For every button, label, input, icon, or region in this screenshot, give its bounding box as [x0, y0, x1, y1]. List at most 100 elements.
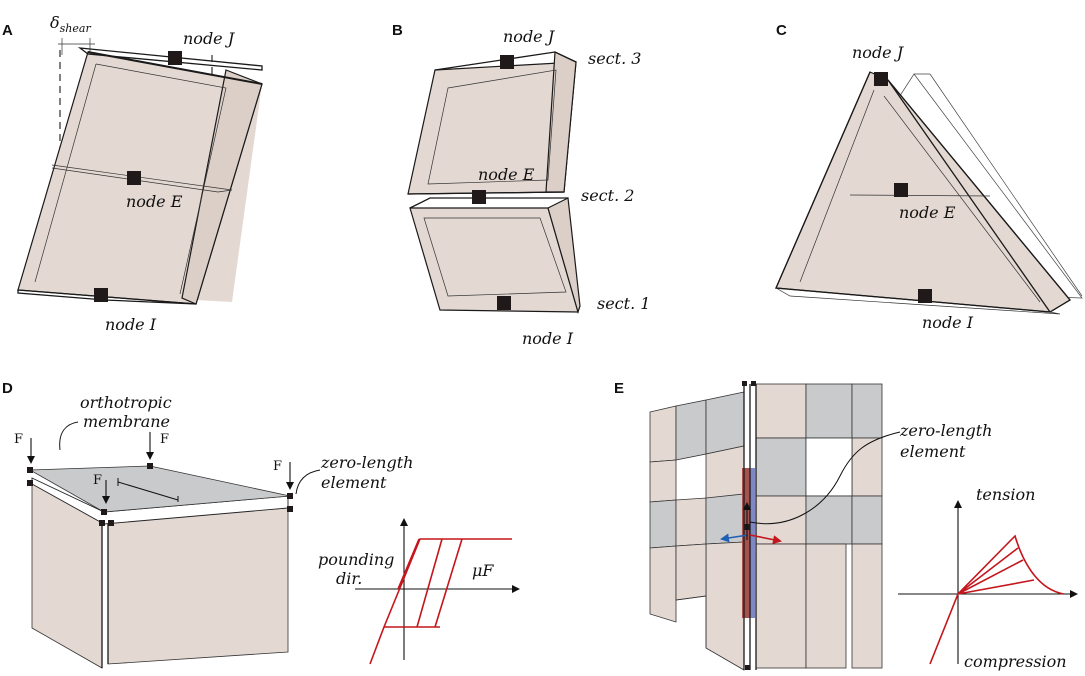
node-e-label-a: node E — [126, 192, 183, 211]
panel-e: E — [614, 380, 1078, 671]
inner-edges-a — [34, 63, 227, 295]
rw-r1-c1 — [755, 383, 807, 439]
corner-node-d-1 — [27, 467, 33, 473]
node-j-label-a: node J — [183, 29, 236, 48]
node-j-marker-c — [874, 72, 888, 86]
rw-r3-c1 — [755, 495, 807, 545]
top-plate-a — [77, 47, 263, 71]
force-label-2: F — [160, 432, 169, 447]
lw-row2-c — [705, 445, 745, 501]
zero-length-leader-d — [295, 469, 321, 495]
force-label-1: F — [14, 432, 23, 447]
right-wall-e — [755, 383, 883, 669]
panel-d: D F F F F orthotropic membrane zero-l — [2, 380, 520, 669]
membrane-leader — [59, 421, 79, 451]
pounding-label-line2: dir. — [336, 569, 362, 588]
panel-letter-e: E — [614, 380, 624, 397]
joint-node-top-1 — [742, 381, 747, 386]
rw-r1-c2 — [805, 383, 853, 439]
membrane-label-line2: membrane — [83, 412, 170, 431]
delta-shear-label: δshear — [50, 13, 91, 35]
wall-joint-d — [101, 522, 109, 668]
zero-length-label-line2-d: element — [321, 473, 387, 492]
left-wall-e — [649, 391, 745, 671]
tension-compression-curve — [929, 534, 1065, 665]
node-j-label-c: node J — [852, 43, 905, 62]
mu-f-label: μF — [472, 561, 494, 580]
node-j-marker-a — [168, 51, 182, 65]
node-i-marker-c — [918, 289, 932, 303]
node-i-marker-a — [94, 288, 108, 302]
node-i-label-b: node I — [522, 329, 574, 348]
triangle-face-c — [775, 71, 1071, 313]
lw-row2-a — [649, 459, 677, 503]
rw-r4-c1 — [755, 543, 807, 669]
node-j-label-b: node J — [503, 27, 556, 46]
lw-row1-b — [675, 399, 707, 461]
node-i-label-c: node I — [922, 313, 974, 332]
rw-r3-c3 — [851, 495, 883, 545]
lw-row4-c — [705, 541, 745, 671]
panel-c: C node J node E node I — [775, 22, 1083, 332]
red-direction-arrow — [749, 534, 782, 545]
node-e-label-c: node E — [899, 203, 956, 222]
corner-node-d-5 — [99, 520, 105, 526]
zero-length-leader-e — [749, 431, 901, 525]
lw-row3-b — [675, 497, 707, 547]
lw-row3-a — [649, 499, 677, 549]
membrane-fiber-d — [117, 478, 179, 502]
rw-r2-c1 — [755, 437, 807, 497]
lw-row4-b — [675, 543, 707, 601]
rw-r4-c2 — [805, 543, 847, 669]
panel-a: A δshear node J node E node I — [2, 13, 263, 334]
corner-node-d-3 — [147, 463, 153, 469]
triangle-inner-c — [799, 89, 1041, 303]
joint-node-top-2 — [751, 381, 756, 386]
sect2-label: sect. 2 — [581, 186, 634, 205]
corner-node-d-4 — [101, 509, 107, 515]
zero-length-strip-red — [742, 468, 750, 618]
blue-direction-arrow — [720, 533, 749, 543]
front-wall-d — [107, 507, 289, 665]
triangle-back-edges-c — [887, 79, 1071, 313]
panel-b: B node J node E node I sect. 3 sect. 2 s… — [392, 22, 650, 348]
pounding-label-line1: pounding — [318, 550, 394, 569]
node-e-label-b: node E — [478, 165, 535, 184]
force-label-4: F — [273, 459, 282, 474]
joint-node-bottom — [745, 665, 750, 670]
lw-row4-a — [649, 545, 677, 623]
membrane-label-line1: orthotropic — [80, 393, 172, 412]
node-e-marker-a — [127, 171, 141, 185]
hysteresis-curve — [369, 538, 512, 665]
lw-opening — [675, 595, 707, 648]
node-j-marker-b — [500, 55, 514, 69]
node-e-marker-c — [894, 183, 908, 197]
rw-r3-c2 — [805, 495, 853, 545]
sect3-label: sect. 3 — [588, 49, 641, 68]
lw-row1-c — [705, 391, 745, 455]
zero-length-strip-blue — [750, 468, 755, 618]
sect1-label: sect. 1 — [597, 294, 650, 313]
lw-row1-a — [649, 405, 677, 463]
rw-r4-c3 — [851, 543, 883, 669]
lower-side-b — [547, 197, 581, 315]
node-i-label-a: node I — [105, 315, 157, 334]
rw-r2-c3 — [851, 437, 883, 497]
panel-letter-b: B — [392, 22, 403, 39]
node-i-marker-b — [497, 296, 511, 310]
force-label-3: F — [93, 473, 102, 488]
rw-r1-c3 — [851, 383, 883, 439]
zero-length-label-line1-d: zero-length — [320, 453, 413, 472]
corner-node-d-2 — [27, 480, 33, 486]
rw-window — [805, 437, 853, 497]
tension-label: tension — [976, 485, 1035, 504]
panel-letter-c: C — [776, 22, 787, 39]
compression-label: compression — [964, 652, 1067, 671]
zero-length-label-line2-e: element — [900, 442, 966, 461]
upper-inner-b — [427, 69, 557, 185]
corner-node-d-6 — [108, 520, 114, 526]
node-e-marker-b — [472, 190, 486, 204]
upper-top-edge-b — [434, 51, 577, 71]
corner-node-d-8 — [287, 506, 293, 512]
